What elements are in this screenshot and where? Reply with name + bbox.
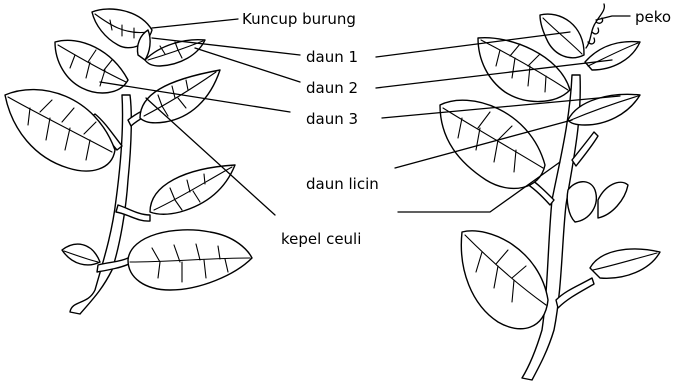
leader-daun2-right [375, 59, 613, 89]
label-daun2: daun 2 [306, 79, 358, 97]
left-plant [4, 8, 253, 315]
right-leaf-daun3 [567, 93, 641, 126]
right-leaf-bottom-left [460, 230, 549, 330]
left-leaf-small-lower [61, 243, 101, 266]
label-kuncup-burung: Kuncup burung [242, 10, 356, 28]
right-leaf-right-lower [589, 248, 661, 279]
right-leaf-upper-left [477, 37, 571, 103]
leader-daun-licin [394, 119, 573, 169]
leader-daun1-right [375, 31, 571, 58]
leader-daun1-left [151, 37, 301, 56]
left-bud [136, 29, 151, 61]
left-branch-1 [115, 204, 151, 222]
right-leaf-curled [566, 181, 597, 223]
right-branch-lower [555, 277, 595, 309]
right-branch-peko [571, 131, 599, 167]
label-daun3: daun 3 [306, 110, 358, 128]
leader-daun2-left [194, 47, 301, 83]
right-leaf-daun1 [584, 40, 641, 71]
leader-peko [595, 15, 631, 21]
label-daun1: daun 1 [306, 48, 358, 66]
label-peko: peko [635, 8, 671, 26]
leader-lines [99, 15, 631, 216]
label-kepel-ceuli: kepel ceuli [281, 230, 361, 248]
right-leaf-curled-2 [597, 181, 629, 219]
right-plant [439, 3, 661, 381]
left-stem [69, 94, 133, 315]
leader-kepel-right [397, 161, 561, 213]
right-leaf-big-mid-left [439, 99, 546, 190]
leader-daun3-right [381, 95, 621, 119]
right-peko-bud [585, 3, 606, 49]
label-daun-licin: daun licin [306, 175, 379, 193]
leader-kuncup-burung [151, 18, 239, 29]
labels: Kuncup burung daun 1 daun 2 daun 3 daun … [242, 8, 671, 248]
left-leaf-big-left [4, 88, 116, 172]
leader-daun3-left [99, 81, 291, 113]
leader-kepel-ceuli [145, 97, 276, 216]
